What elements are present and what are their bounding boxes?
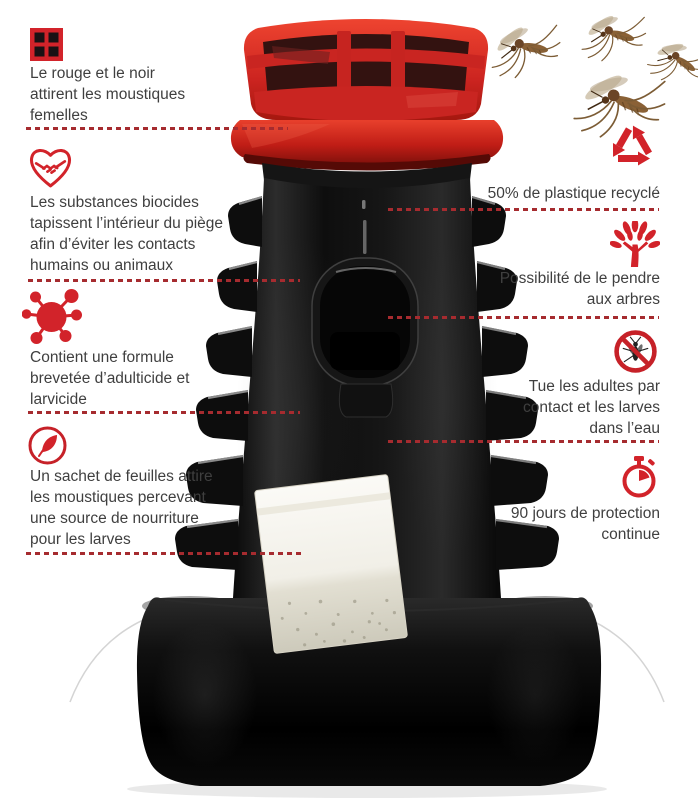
mosquitoes-image <box>483 8 698 139</box>
annotation-biocides-text: Les substances biocides tapissent l’inté… <box>30 194 224 274</box>
annotation-red-black-text: Le rouge et le noir attirent les moustiq… <box>30 65 186 124</box>
side-fins-left <box>175 195 263 570</box>
callout-line-biocides <box>28 279 300 282</box>
annotation-recycled-text: 50% de plastique recyclé <box>487 185 660 202</box>
annotation-hang-text: Possibilité de le pendre aux arbres <box>499 270 660 308</box>
no-mosquito-icon <box>612 328 659 380</box>
annotation-sachet-text: Un sachet de feuilles attire les moustiq… <box>30 468 213 548</box>
vent-slit-small <box>362 200 366 209</box>
trap-cap <box>230 19 504 171</box>
callout-line-hang <box>388 316 659 319</box>
tree-icon <box>609 217 661 273</box>
annotation-kills-text: Tue les adultes par contact et les larve… <box>523 378 660 437</box>
grid-window-icon <box>30 28 63 66</box>
recycle-icon <box>606 122 658 177</box>
callout-line-kills <box>388 440 659 443</box>
reflection-line-left <box>69 616 151 703</box>
water-base <box>136 596 602 786</box>
entrance-opening <box>311 257 419 418</box>
handshake-heart-icon <box>27 146 74 194</box>
leaf-badge-icon <box>27 425 68 471</box>
side-fins-right <box>471 195 559 570</box>
molecule-icon <box>21 288 83 351</box>
sachet-granules <box>280 598 396 647</box>
bait-sachet <box>254 474 408 654</box>
annotation-duration-text: 90 jours de protection continue <box>510 505 660 543</box>
vent-slit-large <box>363 220 367 254</box>
callout-line-formula <box>28 411 300 414</box>
callout-line-sachet <box>26 552 302 555</box>
callout-line-cap <box>26 127 288 130</box>
stopwatch-icon <box>620 454 658 505</box>
annotation-formula-text: Contient une formule brevetée d’adultici… <box>30 349 190 408</box>
callout-line-recycled <box>388 208 659 211</box>
